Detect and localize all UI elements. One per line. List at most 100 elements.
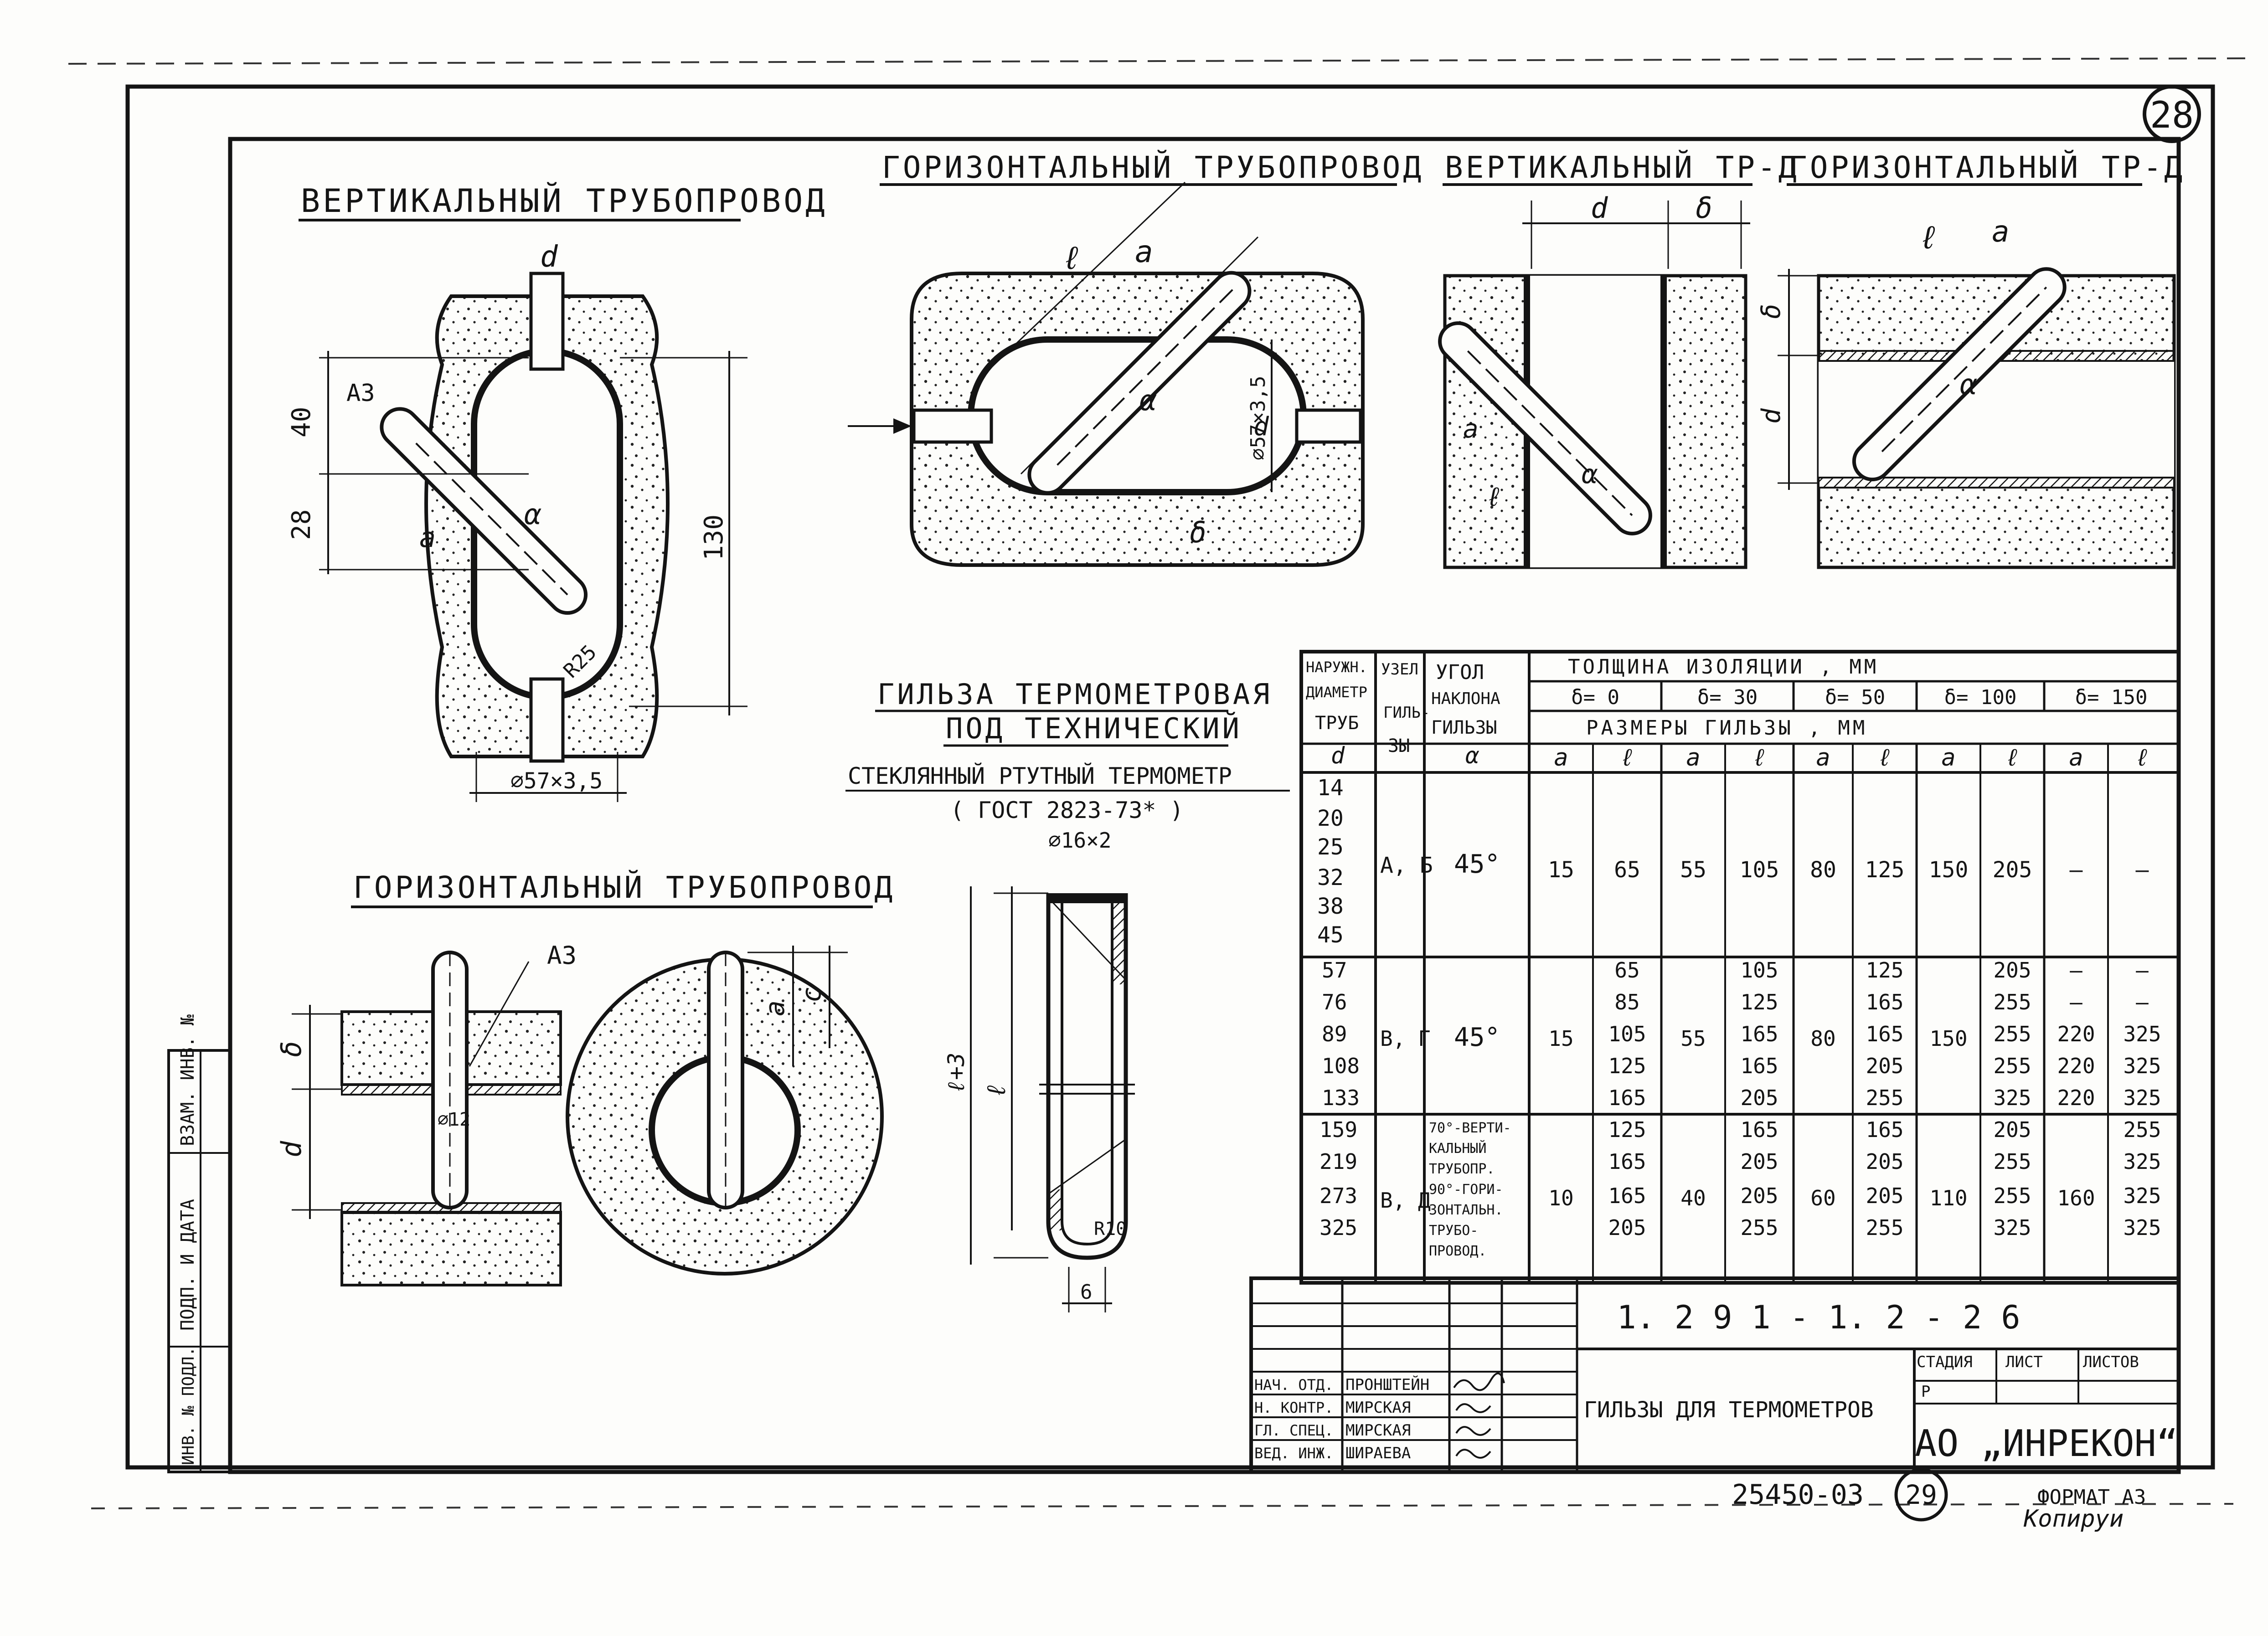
svg-text:a: a [759, 1000, 790, 1016]
svg-text:Р: Р [1921, 1383, 1930, 1401]
svg-text:165: 165 [1866, 1117, 1903, 1142]
svg-text:α: α [1582, 458, 1598, 489]
svg-text:a: a [1941, 744, 1955, 772]
svg-text:165: 165 [1866, 990, 1903, 1014]
svg-text:76: 76 [1322, 990, 1347, 1014]
view-title-vertical-pipeline: ВЕРТИКАЛЬНЫЙ ТРУБОПРОВОД [301, 182, 827, 220]
svg-text:НАКЛОНА: НАКЛОНА [1431, 689, 1500, 708]
svg-text:ℓ: ℓ [1620, 744, 1634, 772]
drawing-code: 1. 2 9 1 - 1. 2 - 2 6 [1617, 1299, 2020, 1336]
svg-text:10: 10 [1548, 1186, 1573, 1210]
svg-text:СТЕКЛЯННЫЙ РТУТНЫЙ ТЕРМОМЕТР: СТЕКЛЯННЫЙ РТУТНЫЙ ТЕРМОМЕТР [848, 762, 1232, 789]
svg-text:МИРСКАЯ: МИРСКАЯ [1345, 1421, 1411, 1440]
svg-text:ℓ: ℓ [2005, 744, 2019, 772]
svg-text:220: 220 [2057, 1022, 2095, 1046]
svg-text:325: 325 [2123, 1215, 2161, 1240]
svg-text:325: 325 [1993, 1086, 2031, 1110]
svg-text:ТРУБ: ТРУБ [1315, 713, 1359, 734]
side-stamp: ВЗАМ. ИНВ. № ПОДП. И ДАТА ИНВ. № ПОДЛ. [167, 1014, 232, 1473]
svg-text:325: 325 [1993, 1215, 2031, 1240]
view-vertical-pipeline: ВЕРТИКАЛЬНЫЙ ТРУБОПРОВОД 40 28 130 ⌀57×3… [287, 182, 827, 802]
svg-text:325: 325 [1320, 1215, 1357, 1240]
svg-text:a: a [1463, 414, 1479, 444]
svg-text:105: 105 [1740, 857, 1779, 883]
svg-text:ПОД ТЕХНИЧЕСКИЙ: ПОД ТЕХНИЧЕСКИЙ [946, 712, 1242, 745]
svg-text:ПОДП. И ДАТА: ПОДП. И ДАТА [177, 1199, 198, 1331]
view-vertical-tr: ВЕРТИКАЛЬНЫЙ ТР-Д d δ a α ℓ [1438, 149, 1797, 569]
svg-text:a: a [1816, 744, 1830, 772]
svg-text:ВЕД. ИНЖ.: ВЕД. ИНЖ. [1254, 1445, 1333, 1462]
svg-text:ℓ: ℓ [2135, 744, 2149, 772]
svg-text:65: 65 [1614, 857, 1640, 883]
svg-text:133: 133 [1322, 1086, 1360, 1110]
sheet-frame [68, 57, 2252, 1509]
svg-text:—: — [2136, 857, 2149, 883]
svg-text:НАРУЖН.: НАРУЖН. [1306, 659, 1367, 676]
svg-text:ℓ: ℓ [1877, 744, 1892, 772]
svg-text:220: 220 [2057, 1054, 2095, 1078]
svg-text:325: 325 [2123, 1022, 2161, 1046]
paper-format: ФОРМАТ А3 [2037, 1486, 2146, 1509]
svg-text:325: 325 [2123, 1086, 2161, 1110]
svg-text:ЗЫ: ЗЫ [1388, 736, 1410, 756]
svg-text:55: 55 [1680, 857, 1706, 883]
svg-text:d: d [1253, 412, 1269, 442]
svg-text:80: 80 [1810, 857, 1836, 883]
svg-text:255: 255 [1993, 1183, 2031, 1208]
svg-text:δ: δ [276, 1041, 308, 1057]
svg-text:150: 150 [1929, 857, 1969, 883]
svg-text:165: 165 [1740, 1054, 1778, 1078]
svg-text:205: 205 [1740, 1183, 1778, 1208]
svg-text:δ= 0: δ= 0 [1571, 686, 1619, 709]
archive-number: 25450-03 [1732, 1479, 1864, 1511]
svg-text:—: — [2136, 990, 2149, 1014]
svg-text:55: 55 [1680, 1026, 1706, 1051]
svg-text:165: 165 [1608, 1183, 1646, 1208]
sleeve-title: ГИЛЬЗА ТЕРМОМЕТРОВАЯ ПОД ТЕХНИЧЕСКИЙ СТЕ… [845, 678, 1290, 823]
svg-text:δ= 50: δ= 50 [1825, 686, 1885, 709]
svg-text:ТРУБО-: ТРУБО- [1429, 1223, 1478, 1239]
svg-text:ЛИСТ: ЛИСТ [2005, 1353, 2043, 1371]
svg-text:125: 125 [1608, 1117, 1646, 1142]
svg-text:165: 165 [1608, 1086, 1646, 1110]
svg-text:ГЛ. СПЕЦ.: ГЛ. СПЕЦ. [1254, 1422, 1333, 1439]
svg-text:40: 40 [1680, 1186, 1706, 1210]
svg-text:А3: А3 [547, 941, 577, 970]
svg-text:МИРСКАЯ: МИРСКАЯ [1345, 1399, 1411, 1417]
svg-text:205: 205 [1866, 1054, 1903, 1078]
svg-text:205: 205 [1608, 1215, 1646, 1240]
view-title-horizontal-tr: ГОРИЗОНТАЛЬНЫЙ ТР-Д [1789, 149, 2185, 185]
svg-text:a: a [1554, 744, 1568, 772]
svg-text:219: 219 [1320, 1149, 1357, 1174]
svg-text:45°: 45° [1454, 1023, 1500, 1052]
svg-text:40: 40 [287, 407, 316, 437]
svg-text:c: c [796, 987, 827, 1003]
svg-text:СТАДИЯ: СТАДИЯ [1917, 1353, 1973, 1371]
svg-text:УЗЕЛ: УЗЕЛ [1381, 660, 1418, 679]
svg-text:325: 325 [2123, 1054, 2161, 1078]
svg-text:⌀57×3,5: ⌀57×3,5 [1247, 376, 1270, 460]
svg-text:205: 205 [1866, 1149, 1903, 1174]
svg-text:20: 20 [1317, 806, 1344, 831]
svg-text:—: — [2136, 958, 2149, 983]
svg-text:ℓ: ℓ [1752, 744, 1766, 772]
svg-text:255: 255 [1993, 990, 2031, 1014]
svg-text:d: d [540, 240, 558, 274]
svg-text:255: 255 [1993, 1149, 2031, 1174]
svg-text:205: 205 [1993, 857, 2032, 883]
svg-text:165: 165 [1866, 1022, 1903, 1046]
svg-text:ЗОНТАЛЬН.: ЗОНТАЛЬН. [1429, 1202, 1503, 1218]
svg-text:85: 85 [1614, 990, 1639, 1014]
svg-text:d: d [1757, 408, 1786, 424]
svg-text:45°: 45° [1454, 849, 1500, 879]
svg-text:205: 205 [1740, 1086, 1778, 1110]
svg-text:α: α [524, 498, 541, 531]
svg-text:255: 255 [1866, 1215, 1903, 1240]
svg-text:А3: А3 [346, 380, 375, 407]
svg-text:⌀57×3,5: ⌀57×3,5 [510, 768, 603, 794]
svg-text:a: a [1686, 744, 1700, 772]
svg-text:108: 108 [1322, 1054, 1360, 1078]
svg-text:δ= 100: δ= 100 [1944, 686, 2017, 709]
svg-text:—: — [2070, 857, 2083, 883]
svg-text:105: 105 [1740, 958, 1778, 983]
